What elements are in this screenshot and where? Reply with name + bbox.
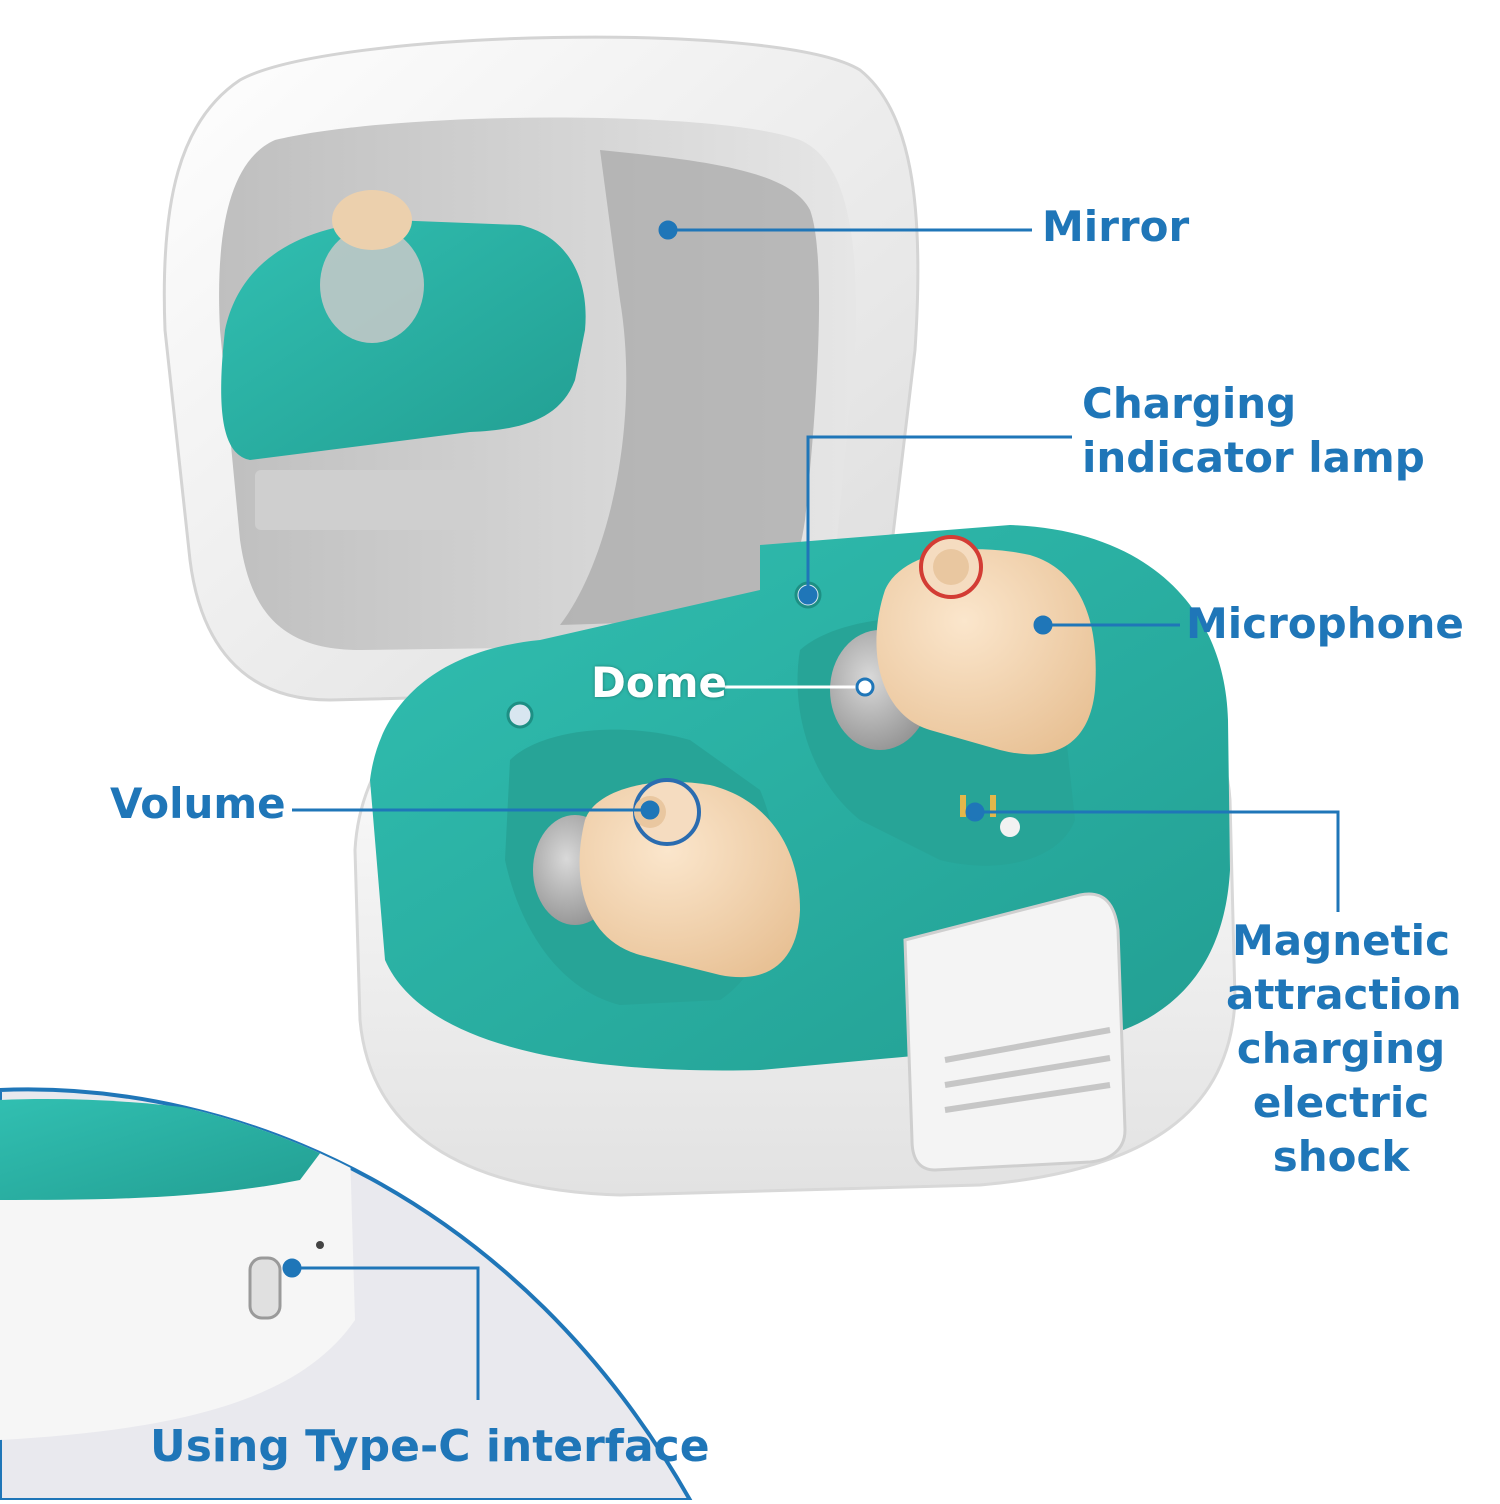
leader-lines <box>282 220 1340 1400</box>
label-mirror: Mirror <box>1042 202 1190 251</box>
earpiece-left <box>533 778 800 978</box>
typec-inset <box>0 1087 694 1502</box>
label-charging-indicator-lamp: Charging indicator lamp <box>1082 377 1425 485</box>
leader-typec-dot <box>282 1258 302 1278</box>
label-charging-line2: indicator lamp <box>1082 433 1425 482</box>
label-magnetic-line5: shock <box>1272 1132 1410 1181</box>
label-dome: Dome <box>591 658 727 707</box>
leader-typec <box>292 1266 480 1400</box>
leader-microphone-dot <box>1033 615 1053 635</box>
leader-mirror-dot <box>658 220 678 240</box>
leader-magnetic <box>975 810 1340 912</box>
leader-charging <box>806 435 1072 595</box>
leader-magnetic-dot <box>965 802 985 822</box>
leader-dome-dot <box>855 677 875 697</box>
label-magnetic-line2: attraction <box>1226 970 1462 1019</box>
case-lid <box>162 35 920 702</box>
label-charging-line1: Charging <box>1082 379 1297 428</box>
leader-volume-dot <box>640 800 660 820</box>
label-volume: Volume <box>110 779 286 828</box>
label-magnetic-line3: charging <box>1236 1024 1446 1073</box>
earpiece-right <box>830 535 1096 755</box>
label-magnetic-line4: electric <box>1252 1078 1430 1127</box>
label-magnetic-line1: Magnetic <box>1232 916 1450 965</box>
label-microphone: Microphone <box>1186 599 1464 648</box>
label-magnetic-charging: Magnetic attraction charging electric sh… <box>1226 914 1462 1184</box>
label-typec-interface: Using Type-C interface <box>150 1421 710 1472</box>
leader-charging-dot <box>798 585 818 605</box>
